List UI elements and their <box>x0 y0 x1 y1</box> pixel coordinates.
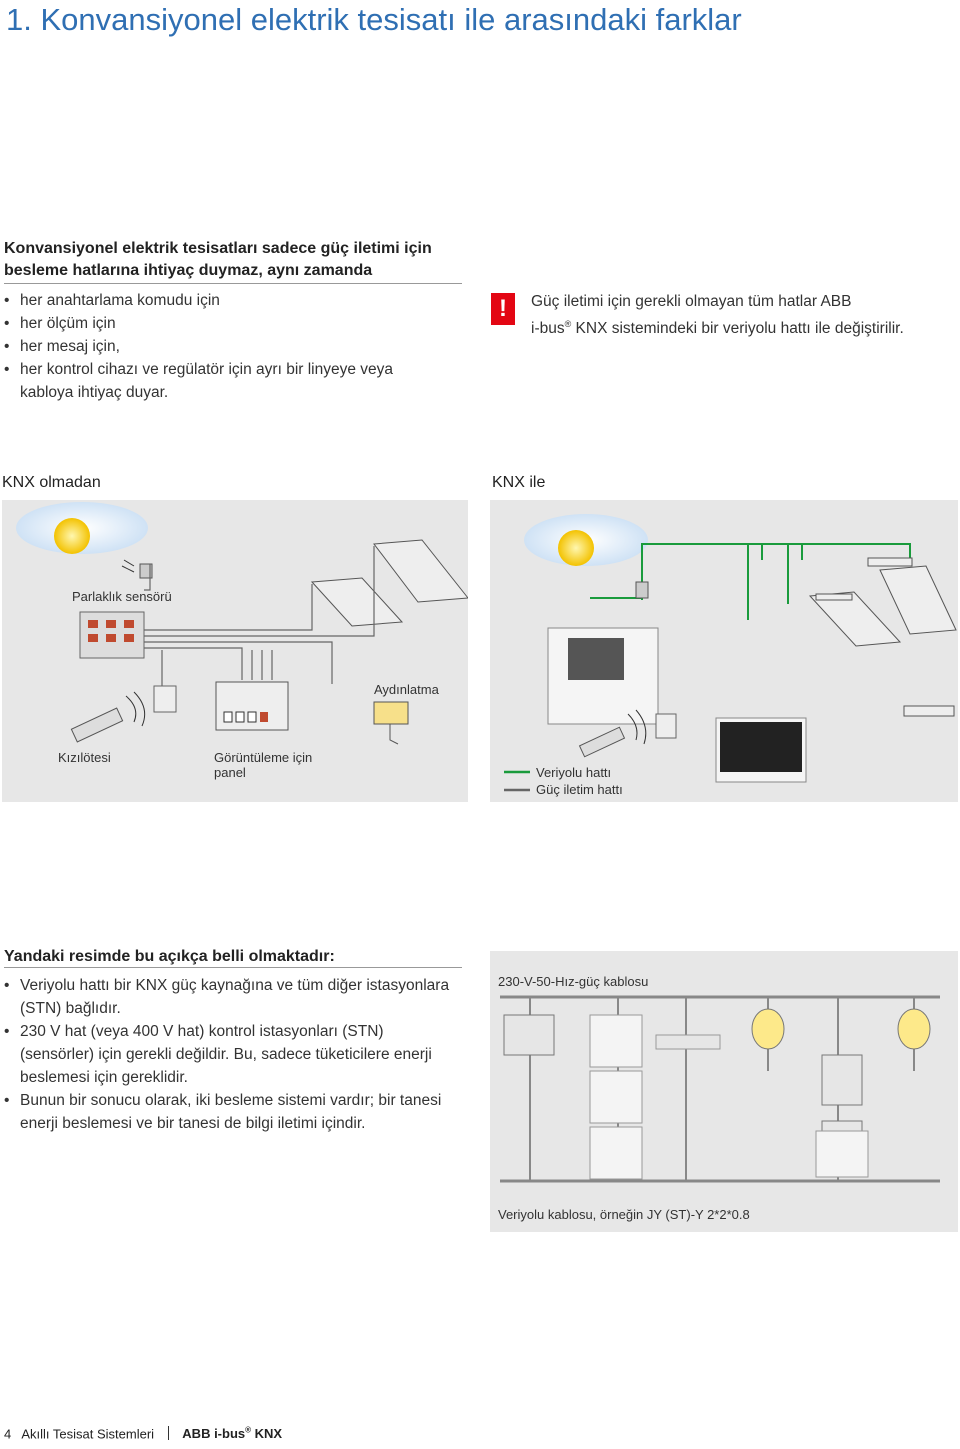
intro-list: her anahtarlama komudu için her ölçüm iç… <box>4 289 444 404</box>
intro-heading: Konvansiyonel elektrik tesisatları sadec… <box>4 240 432 279</box>
light-bulb-icon <box>897 1008 931 1050</box>
note-line-1: Güç iletimi için gerekli olmayan tüm hat… <box>531 293 852 310</box>
touch-panel-icon <box>547 627 659 725</box>
footer-page-number: 4 <box>4 1426 12 1442</box>
bus-cable-figure: 230-V-50-Hız-güç kablosu Veriyolu kablos… <box>490 951 958 1232</box>
figure2-top-label: 230-V-50-Hız-güç kablosu <box>498 974 649 989</box>
intro-item: her anahtarlama komudu için <box>4 289 444 312</box>
bus-coupler-icon <box>655 1034 721 1050</box>
section2-item: Veriyolu hattı bir KNX güç kaynağına ve … <box>4 974 454 1020</box>
figure2-bottom-label: Veriyolu kablosu, örneğin JY (ST)-Y 2*2*… <box>498 1207 750 1222</box>
ceiling-light-icon <box>310 539 469 627</box>
intro-item: her ölçüm için <box>4 312 444 335</box>
legend-power-label: Güç iletim hattı <box>536 782 623 797</box>
display-panel-icon <box>215 681 289 731</box>
intro-item: her mesaj için, <box>4 335 444 358</box>
pushbutton-panel-icon <box>79 611 145 659</box>
note-line-2: i-bus® KNX sistemindeki bir veriyolu hat… <box>531 319 904 338</box>
label-panel: Görüntüleme için panel <box>214 750 313 780</box>
diagram-with-knx: Veriyolu hattı Güç iletim hattı <box>490 500 958 802</box>
diagram-right-title: KNX ile <box>492 474 546 491</box>
note-text: Güç iletimi için gerekli olmayan tüm hat… <box>531 290 956 340</box>
section2-list: Veriyolu hattı bir KNX güç kaynağına ve … <box>4 974 454 1135</box>
ceiling-light-icon <box>808 557 957 647</box>
power-wiring <box>144 546 375 690</box>
page-title: 1. Konvansiyonel elektrik tesisatı ile a… <box>6 2 742 37</box>
sun-icon <box>558 530 594 566</box>
legend-bus-label: Veriyolu hattı <box>536 765 612 780</box>
power-supply-icon <box>503 1014 555 1056</box>
pushbutton-icon <box>589 1014 643 1068</box>
diagram-left-title: KNX olmadan <box>2 474 101 491</box>
section2-item: Bunun bir sonucu olarak, iki besleme sis… <box>4 1089 454 1135</box>
intro-item: her kontrol cihazı ve regülatör için ayr… <box>4 358 444 404</box>
warning-icon: ! <box>491 293 515 325</box>
switch-icon <box>655 713 677 739</box>
actuator-icon <box>821 1054 863 1106</box>
footer-brand: ABB i-bus® KNX <box>182 1426 283 1442</box>
brightness-sensor-icon <box>139 563 153 579</box>
pushbutton-icon <box>589 1126 643 1180</box>
diagram-left-drawing <box>16 502 469 745</box>
light-bar-icon <box>903 705 955 717</box>
remote-icon <box>70 707 124 743</box>
remote-icon <box>578 726 626 758</box>
thermostat-icon <box>815 1130 869 1178</box>
footer-text: Akıllı Tesisat Sistemleri <box>21 1426 155 1442</box>
section2-rule <box>4 967 462 968</box>
sun-icon <box>54 518 90 554</box>
figure2-drawing <box>500 995 940 1183</box>
light-bulb-icon <box>751 1008 785 1050</box>
brightness-sensor-icon <box>635 581 649 599</box>
footer-divider <box>167 1426 169 1441</box>
diagram-without-knx: Parlaklık sensörü Aydınlatma Kızılötesi … <box>2 500 469 802</box>
switch-icon <box>153 685 177 713</box>
pushbutton-icon <box>589 1070 643 1124</box>
label-infrared: Kızılötesi <box>58 750 111 765</box>
section2-item: 230 V hat (veya 400 V hat) kontrol istas… <box>4 1020 454 1089</box>
section2-heading: Yandaki resimde bu açıkça belli olmaktad… <box>4 948 335 965</box>
footer: 4 Akıllı Tesisat Sistemleri ABB i-bus® K… <box>4 1426 282 1441</box>
label-brightness-sensor: Parlaklık sensörü <box>72 589 172 604</box>
label-lighting: Aydınlatma <box>374 682 439 697</box>
intro-rule <box>4 283 462 284</box>
lamp-icon <box>373 701 409 725</box>
diagram-right-drawing <box>504 514 957 792</box>
